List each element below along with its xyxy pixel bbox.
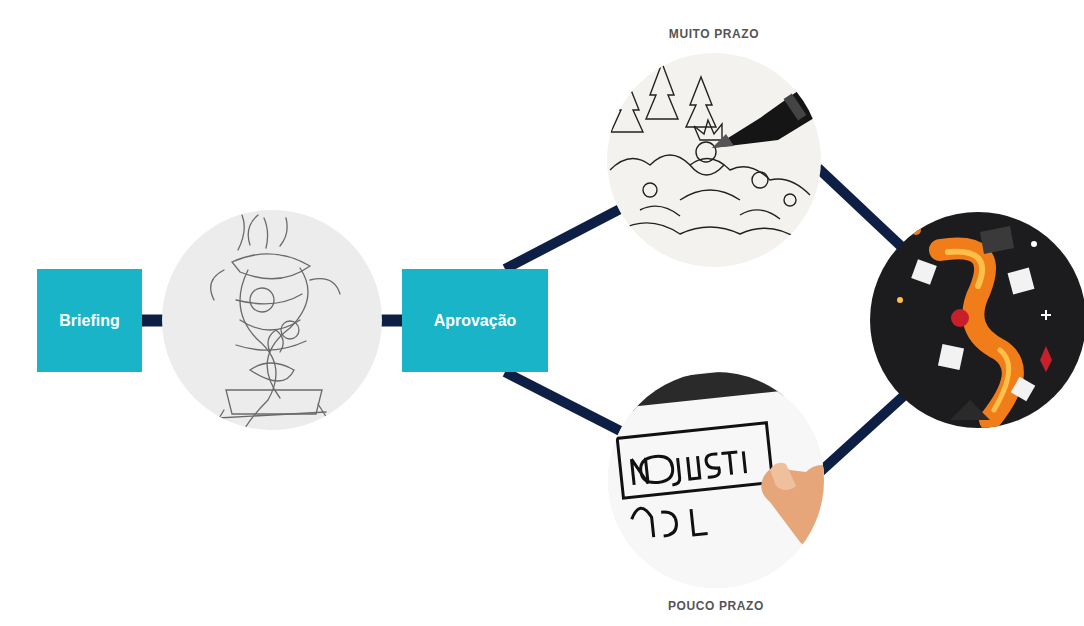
connector-line [505, 209, 619, 269]
ink-drawing-picture [607, 53, 850, 267]
merge-line [818, 168, 905, 250]
stage-circle: MUITO PRAZO [607, 53, 821, 267]
stage-label: MUITO PRAZO [567, 27, 861, 41]
stage-label: POUCO PRAZO [568, 599, 864, 613]
sketch-picture [162, 210, 382, 440]
stage-circle: POUCO PRAZO [608, 372, 824, 588]
merge-line [820, 392, 908, 472]
pen-shape [712, 68, 850, 148]
box-label: Aprovação [434, 312, 517, 330]
process-box: Briefing [37, 269, 142, 372]
tablet-picture [594, 360, 854, 610]
final-artwork-picture [870, 212, 1084, 428]
box-label: Briefing [59, 312, 119, 330]
process-box: Aprovação [402, 269, 548, 372]
connector-line [505, 372, 620, 431]
